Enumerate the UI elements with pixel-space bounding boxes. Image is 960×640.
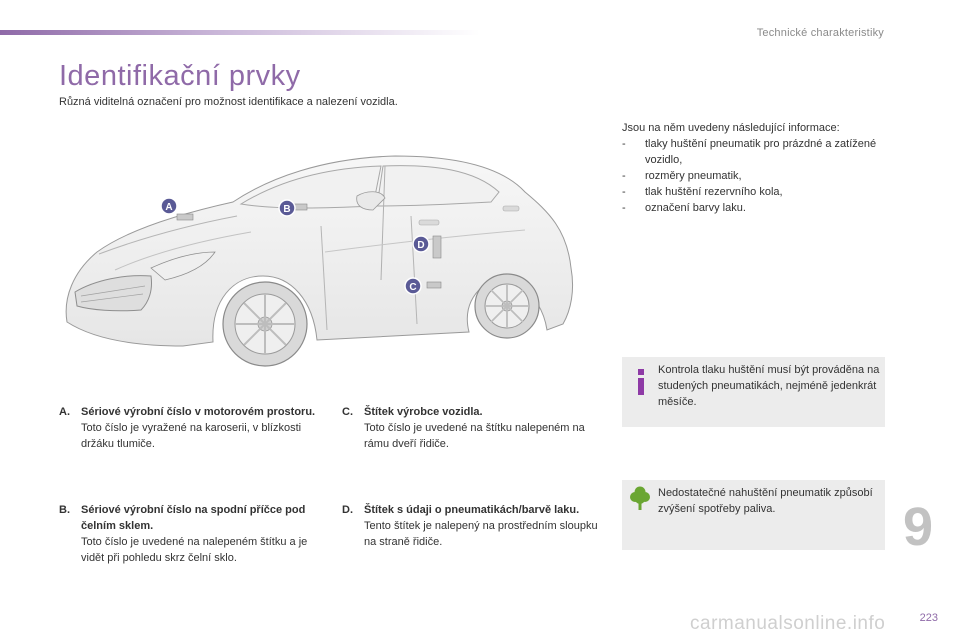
page-title: Identifikační prvky bbox=[59, 60, 301, 92]
item-letter: A. bbox=[59, 406, 70, 418]
svg-text:B: B bbox=[283, 204, 290, 215]
marker-d: D bbox=[412, 235, 430, 253]
list-item: rozměry pneumatik, bbox=[622, 168, 892, 184]
info-list: tlaky huštění pneumatik pro prázdné a za… bbox=[622, 136, 892, 216]
info-note-box: Kontrola tlaku huštění musí být prováděn… bbox=[622, 357, 885, 427]
car-grille bbox=[74, 275, 152, 312]
item-c: C. Štítek výrobce vozidla. Toto číslo je… bbox=[342, 404, 604, 452]
eco-note-box: Nedostatečné nahuštění pneumatik způsobí… bbox=[622, 480, 885, 550]
marker-b: B bbox=[278, 199, 296, 217]
item-letter: C. bbox=[342, 406, 353, 418]
svg-text:D: D bbox=[417, 240, 424, 251]
item-d: D. Štítek s údaji o pneumatikách/barvě l… bbox=[342, 502, 604, 550]
item-title: Štítek výrobce vozidla. bbox=[364, 406, 483, 418]
item-letter: D. bbox=[342, 504, 353, 516]
header-accent-bar bbox=[0, 30, 480, 35]
car-illustration: A B C D bbox=[55, 140, 595, 390]
eco-note-text: Nedostatečné nahuštění pneumatik způsobí… bbox=[658, 487, 873, 515]
item-title: Sériové výrobní číslo na spodní příčce p… bbox=[81, 504, 306, 532]
item-title: Štítek s údaji o pneumatikách/barvě laku… bbox=[364, 504, 580, 516]
list-item: tlaky huštění pneumatik pro prázdné a za… bbox=[622, 136, 892, 168]
marker-a: A bbox=[160, 197, 178, 215]
info-icon bbox=[634, 369, 648, 400]
section-title: Technické charakteristiky bbox=[756, 27, 884, 39]
item-text: Toto číslo je uvedené na štítku nalepené… bbox=[364, 422, 585, 450]
list-item: tlak huštění rezervního kola, bbox=[622, 184, 892, 200]
page-subtitle: Různá viditelná označení pro možnost ide… bbox=[59, 96, 398, 108]
tree-icon bbox=[630, 486, 650, 515]
tyre-label-info: Jsou na něm uvedeny následující informac… bbox=[622, 120, 892, 216]
marker-c: C bbox=[404, 277, 422, 295]
item-letter: B. bbox=[59, 504, 70, 516]
item-a: A. Sériové výrobní číslo v motorovém pro… bbox=[59, 404, 319, 452]
info-intro: Jsou na něm uvedeny následující informac… bbox=[622, 122, 840, 134]
item-text: Toto číslo je uvedené na nalepeném štítk… bbox=[81, 536, 308, 564]
item-text: Toto číslo je vyražené na karoserii, v b… bbox=[81, 422, 302, 450]
car-drawing: A B C D bbox=[65, 155, 574, 367]
list-item: označení barvy laku. bbox=[622, 200, 892, 216]
chapter-number: 9 bbox=[903, 497, 934, 557]
svg-text:A: A bbox=[165, 202, 172, 213]
info-note-text: Kontrola tlaku huštění musí být prováděn… bbox=[658, 364, 880, 408]
item-text: Tento štítek je nalepený na prostředním … bbox=[364, 520, 598, 548]
watermark: carmanualsonline.info bbox=[690, 613, 886, 634]
page-number: 223 bbox=[919, 612, 938, 624]
item-title: Sériové výrobní číslo v motorovém prosto… bbox=[81, 406, 316, 418]
svg-text:C: C bbox=[409, 282, 416, 293]
item-b: B. Sériové výrobní číslo na spodní příčc… bbox=[59, 502, 321, 566]
